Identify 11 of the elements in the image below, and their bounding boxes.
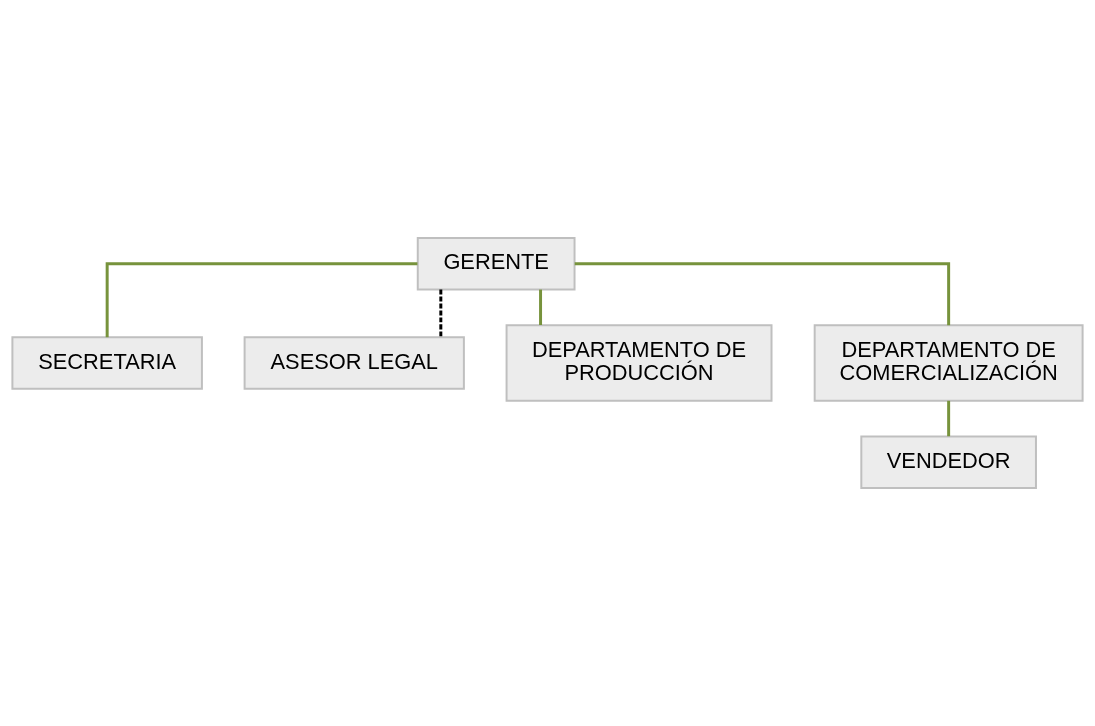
connector (105, 262, 418, 338)
node-box: DEPARTAMENTO DE PRODUCCIÓN (505, 324, 773, 402)
connector (539, 289, 543, 325)
node-box: GERENTE (416, 237, 576, 291)
node-box: ASESOR LEGAL (243, 336, 465, 390)
connector (439, 289, 443, 337)
node-box: VENDEDOR (860, 435, 1037, 489)
connector (947, 400, 951, 437)
node-box: DEPARTAMENTO DE COMERCIALIZACIÓN (813, 324, 1084, 402)
connector (574, 262, 951, 326)
node-box: SECRETARIA (11, 336, 203, 390)
